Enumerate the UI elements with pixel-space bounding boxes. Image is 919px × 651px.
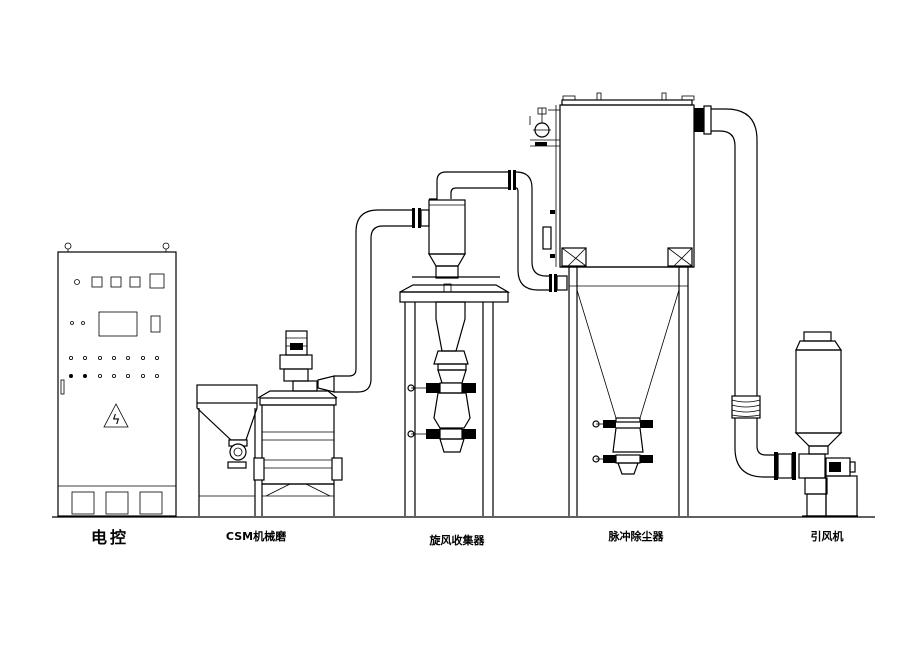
indicator-row-1	[69, 355, 159, 360]
label-electric-control: 电控	[90, 528, 130, 547]
display-screen	[98, 311, 138, 337]
label-induced-fan: 引风机	[810, 530, 844, 543]
duct-mill-to-cyclone	[334, 208, 430, 393]
cyclone-collector	[399, 171, 511, 516]
pulse-dust-collector	[529, 92, 695, 516]
label-cyclone-collector: 旋风收集器	[429, 534, 485, 547]
warning-symbol: ϟ	[112, 413, 121, 428]
electric-control-cabinet: ϟ	[57, 242, 177, 517]
label-pulse-dust-collector: 脉冲除尘器	[608, 530, 664, 543]
induced-draft-fan	[794, 331, 858, 517]
label-csm-mill: CSM机械磨	[225, 530, 287, 543]
duct-pulse-to-fan	[694, 105, 796, 480]
flexible-joint	[731, 395, 761, 419]
duct-cyclone-to-pulse	[508, 170, 568, 292]
feed-hopper	[196, 384, 258, 516]
csm-mill	[253, 330, 343, 516]
indicator-row-2	[69, 373, 159, 378]
warning-triangle	[103, 403, 129, 428]
